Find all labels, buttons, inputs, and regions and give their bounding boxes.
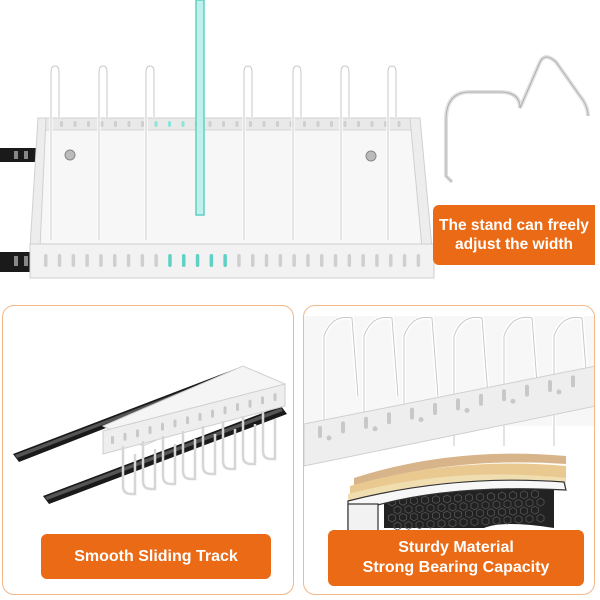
closeup-front-wall bbox=[304, 365, 594, 467]
material-layer-wood bbox=[354, 453, 566, 486]
front-wall-slots bbox=[44, 254, 421, 267]
material-badge: Sturdy Material Strong Bearing Capacity bbox=[328, 530, 584, 586]
material-panel: Sturdy Material Strong Bearing Capacity bbox=[303, 305, 595, 595]
tray-front-wall bbox=[29, 243, 435, 279]
wire-loop bbox=[161, 436, 177, 486]
badge-line-2: adjust the width bbox=[455, 236, 573, 253]
material-closeup-illustration bbox=[304, 315, 594, 549]
wire-loop bbox=[201, 426, 217, 476]
sliding-track-caption: Smooth Sliding Track bbox=[74, 547, 238, 565]
wire-loop bbox=[221, 421, 237, 471]
glass-lid bbox=[195, 0, 205, 216]
wire-loop bbox=[241, 416, 257, 466]
tray-floor bbox=[31, 129, 429, 246]
screw-icon bbox=[365, 150, 377, 162]
tray-front-wall bbox=[102, 383, 286, 455]
sliding-track-panel: Smooth Sliding Track bbox=[2, 305, 294, 595]
wire-loop bbox=[181, 431, 197, 481]
rack-illustration bbox=[0, 0, 590, 279]
badge-line-1: The stand can freely bbox=[439, 216, 589, 234]
material-caption-line-2: Strong Bearing Capacity bbox=[362, 559, 550, 576]
rail-upper bbox=[0, 148, 40, 162]
wire-loop bbox=[121, 446, 137, 496]
screw-icon bbox=[64, 149, 76, 161]
wire-loop bbox=[261, 411, 277, 461]
width-adjust-badge: The stand can freely adjust the width bbox=[433, 205, 595, 265]
detached-divider-wire bbox=[444, 55, 590, 184]
wire-loop bbox=[141, 441, 157, 491]
hero-product-view bbox=[0, 0, 590, 279]
material-layer-coating bbox=[347, 479, 567, 547]
hanging-wire-loops bbox=[121, 411, 277, 496]
sliding-rack-illustration bbox=[13, 365, 287, 504]
sliding-track-badge: Smooth Sliding Track bbox=[41, 534, 271, 579]
material-caption-line-1: Sturdy Material bbox=[398, 539, 514, 556]
tray-back-wall bbox=[37, 117, 419, 131]
